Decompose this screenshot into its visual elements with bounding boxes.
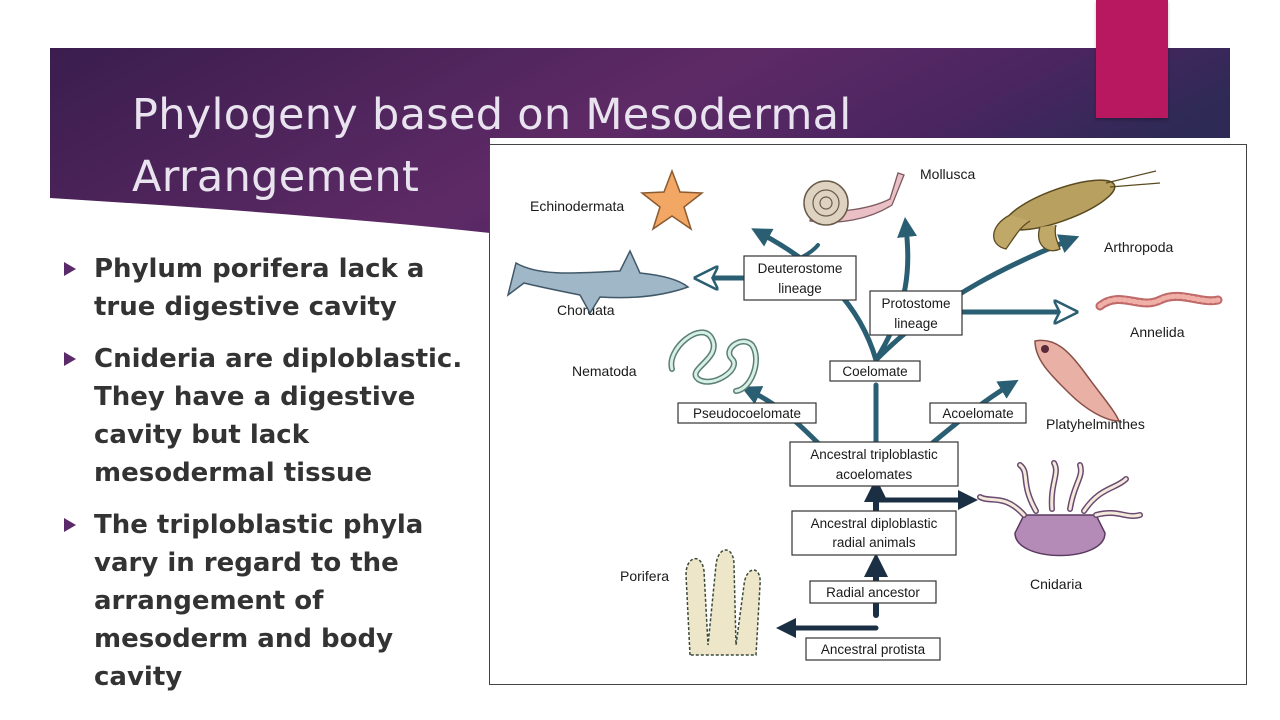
taxon-labels: Echinodermata Mollusca Arthropoda Chorda…	[530, 166, 1185, 592]
taxon-chordata: Chordata	[557, 302, 615, 318]
box-acoelomate	[929, 402, 1027, 424]
flatworm-icon	[1034, 339, 1121, 422]
label-diploblastic-line2: radial animals	[832, 535, 916, 550]
taxon-porifera: Porifera	[620, 568, 669, 584]
bullet-arrow-icon	[64, 262, 76, 276]
box-ancestral-diploblastic	[791, 510, 957, 556]
snail-icon	[803, 172, 905, 226]
label-triploblastic-line1: Ancestral triploblastic	[810, 447, 938, 462]
worm-icon	[1095, 291, 1223, 311]
lobster-icon	[993, 170, 1161, 252]
label-triploblastic-line2: acoelomates	[836, 467, 913, 482]
bullet-list: Phylum porifera lack a true digestive ca…	[64, 250, 484, 710]
box-ancestral-triploblastic	[789, 441, 959, 487]
taxon-arthropoda: Arthropoda	[1104, 239, 1173, 255]
label-deuterostome-line1: Deuterostome	[758, 261, 843, 276]
bullet-arrow-icon	[64, 518, 76, 532]
taxon-platyhelminthes: Platyhelminthes	[1046, 416, 1145, 432]
sponge-icon	[685, 549, 761, 656]
branch-mollusca	[873, 217, 917, 363]
label-deuterostome-line2: lineage	[778, 281, 822, 296]
box-coelomate	[829, 360, 921, 382]
accent-tab	[1096, 0, 1168, 118]
bullet-item: Cnideria are diploblastic. They have a d…	[64, 340, 484, 492]
label-ancestral-protista: Ancestral protista	[821, 642, 926, 657]
title-line-2: Arrangement	[132, 152, 420, 202]
label-pseudocoelomate: Pseudocoelomate	[693, 406, 801, 421]
bullet-text: The triploblastic phyla vary in regard t…	[94, 510, 424, 692]
bullet-item: Phylum porifera lack a true digestive ca…	[64, 250, 484, 326]
node-boxes: Ancestral protista Radial ancestor Ances…	[677, 255, 1027, 661]
title-band	[50, 48, 1230, 238]
label-protostome-line1: Protostome	[881, 296, 950, 311]
taxon-echinodermata: Echinodermata	[530, 198, 624, 214]
bullet-text: Phylum porifera lack a true digestive ca…	[94, 254, 425, 322]
label-protostome-line2: lineage	[894, 316, 938, 331]
taxon-mollusca: Mollusca	[920, 166, 975, 182]
bullet-item: The triploblastic phyla vary in regard t…	[64, 506, 484, 696]
slide-title: Phylogeny based on Mesodermal Arrangemen…	[132, 84, 952, 208]
title-band-shape	[50, 48, 1230, 233]
box-deuterostome	[743, 255, 857, 301]
taxon-cnidaria: Cnidaria	[1030, 576, 1082, 592]
starfish-icon	[639, 168, 705, 231]
label-radial-ancestor: Radial ancestor	[826, 585, 920, 600]
bullet-text: Cnideria are diploblastic. They have a d…	[94, 344, 463, 488]
shark-icon	[506, 249, 690, 315]
label-coelomate: Coelomate	[842, 364, 907, 379]
phylogeny-svg: Ancestral protista Radial ancestor Ances…	[506, 166, 1223, 661]
box-radial-ancestor	[809, 580, 937, 604]
taxon-annelida: Annelida	[1130, 324, 1185, 340]
box-ancestral-protista	[805, 637, 941, 661]
label-acoelomate: Acoelomate	[942, 406, 1013, 421]
bullet-arrow-icon	[64, 352, 76, 366]
box-pseudocoelomate	[677, 402, 817, 424]
nematode-icon	[668, 329, 759, 394]
phylogeny-diagram: Ancestral protista Radial ancestor Ances…	[489, 144, 1247, 685]
taxon-nematoda: Nematoda	[572, 363, 637, 379]
box-protostome	[869, 290, 963, 336]
label-diploblastic-line1: Ancestral diploblastic	[811, 516, 938, 531]
sea-anemone-icon	[977, 460, 1143, 557]
title-line-1: Phylogeny based on Mesodermal	[132, 90, 852, 140]
